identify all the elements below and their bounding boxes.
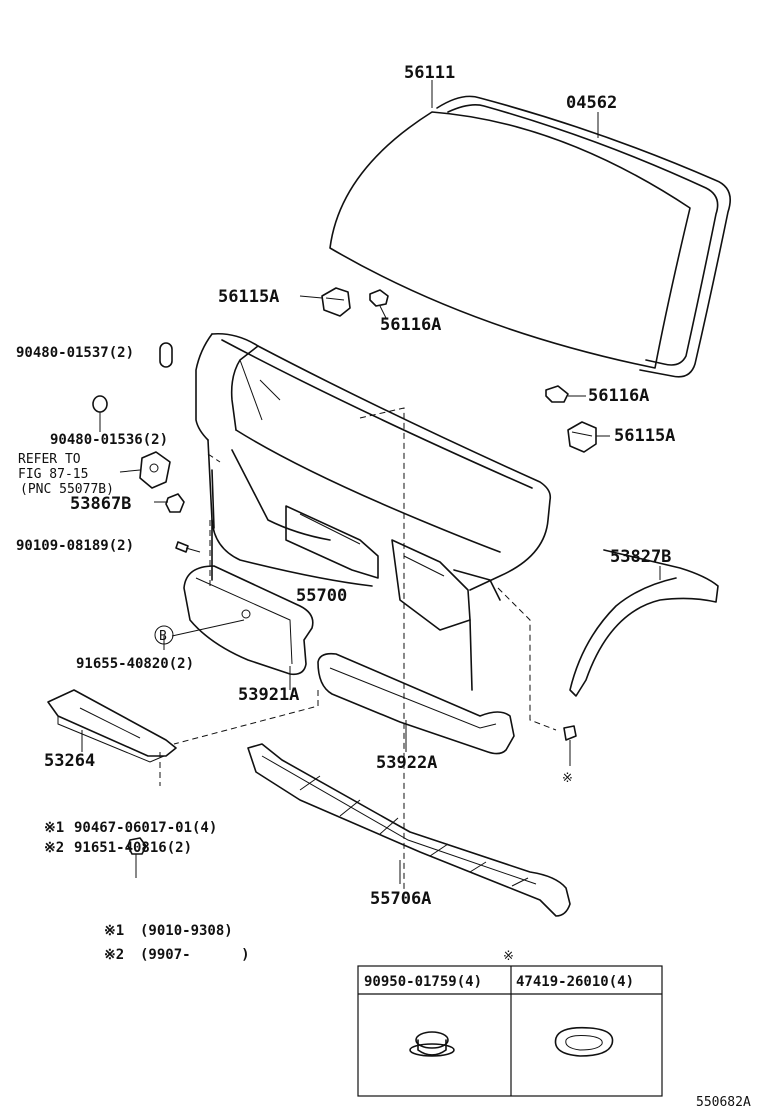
label-note1-part: 90467-06017-01(4)	[74, 820, 217, 836]
clip-56115a-left	[321, 287, 351, 317]
label-note2-part: 91651-40816(2)	[74, 840, 192, 856]
label-cowl-panel: 55700	[296, 586, 347, 606]
label-weatherstrip: 04562	[566, 93, 617, 113]
hole-plug-mid	[92, 395, 108, 432]
clip-star-right	[563, 725, 577, 766]
label-clip-56115a-right: 56115A	[614, 426, 675, 446]
footnote2-mark: ※2	[104, 947, 124, 963]
cover-left	[47, 689, 177, 763]
label-windshield-glass: 56111	[404, 63, 455, 83]
label-clip-56116a-upper: 56116A	[380, 315, 441, 335]
seal-strip	[569, 549, 719, 697]
label-note1-mark: ※1	[44, 820, 64, 836]
cowl-top-panel	[195, 332, 552, 691]
clip-56116a-right	[545, 385, 569, 403]
label-bracket: 53867B	[70, 494, 131, 514]
clip-star	[127, 837, 147, 878]
label-clip-b-part: 91655-40820(2)	[76, 656, 194, 672]
label-refer-line2: FIG 87-15	[18, 467, 88, 482]
label-screw: 90109-08189(2)	[16, 538, 134, 554]
extension-left	[183, 565, 314, 676]
label-seal-strip: 53827B	[610, 547, 671, 567]
label-hole-plug-mid: 90480-01536(2)	[50, 432, 168, 448]
footnote1-mark: ※1	[104, 923, 124, 939]
footnote2-text: (9907- )	[140, 947, 250, 963]
clip-b-marker: B	[154, 625, 174, 645]
clip-56116a-upper	[369, 289, 389, 307]
label-clip-56115a-left: 56115A	[218, 287, 279, 307]
label-cowl-lower: 55706A	[370, 889, 431, 909]
figure-id: 550682A	[696, 1095, 751, 1110]
label-clip-b: B	[159, 629, 167, 644]
clip-56115a-right	[567, 421, 597, 453]
footnote1-text: (9010-9308)	[140, 923, 233, 939]
parts-table: ※ 90950-01759(4) 47419-26010(4)	[357, 949, 663, 1097]
table-col1-part: 90950-01759(4)	[364, 974, 482, 990]
label-note2-mark: ※2	[44, 840, 64, 856]
label-asterisk-right: ※	[562, 771, 573, 786]
label-cover-left: 53264	[44, 751, 95, 771]
table-mark: ※	[503, 949, 514, 964]
windshield-glass	[329, 111, 691, 369]
hole-plug-top	[159, 342, 173, 368]
bracket-53867b	[165, 493, 185, 513]
bracket-ref	[119, 451, 171, 489]
label-refer-line1: REFER TO	[18, 452, 81, 467]
label-clip-56116a-right: 56116A	[588, 386, 649, 406]
label-hole-plug-top: 90480-01537(2)	[16, 345, 134, 361]
weatherstrip	[436, 95, 731, 378]
grommet-round-icon	[409, 1031, 455, 1057]
guide-lines	[159, 407, 557, 900]
screw-90109	[175, 541, 201, 553]
label-refer-line3: (PNC 55077B)	[20, 482, 114, 497]
label-extension-right: 53922A	[376, 753, 437, 773]
grommet-oval-icon	[554, 1026, 614, 1057]
leader-lines	[81, 80, 661, 884]
label-extension-left: 53921A	[238, 685, 299, 705]
extension-right	[317, 652, 515, 755]
cowl-lower	[247, 743, 571, 917]
table-col2-part: 47419-26010(4)	[516, 974, 634, 990]
